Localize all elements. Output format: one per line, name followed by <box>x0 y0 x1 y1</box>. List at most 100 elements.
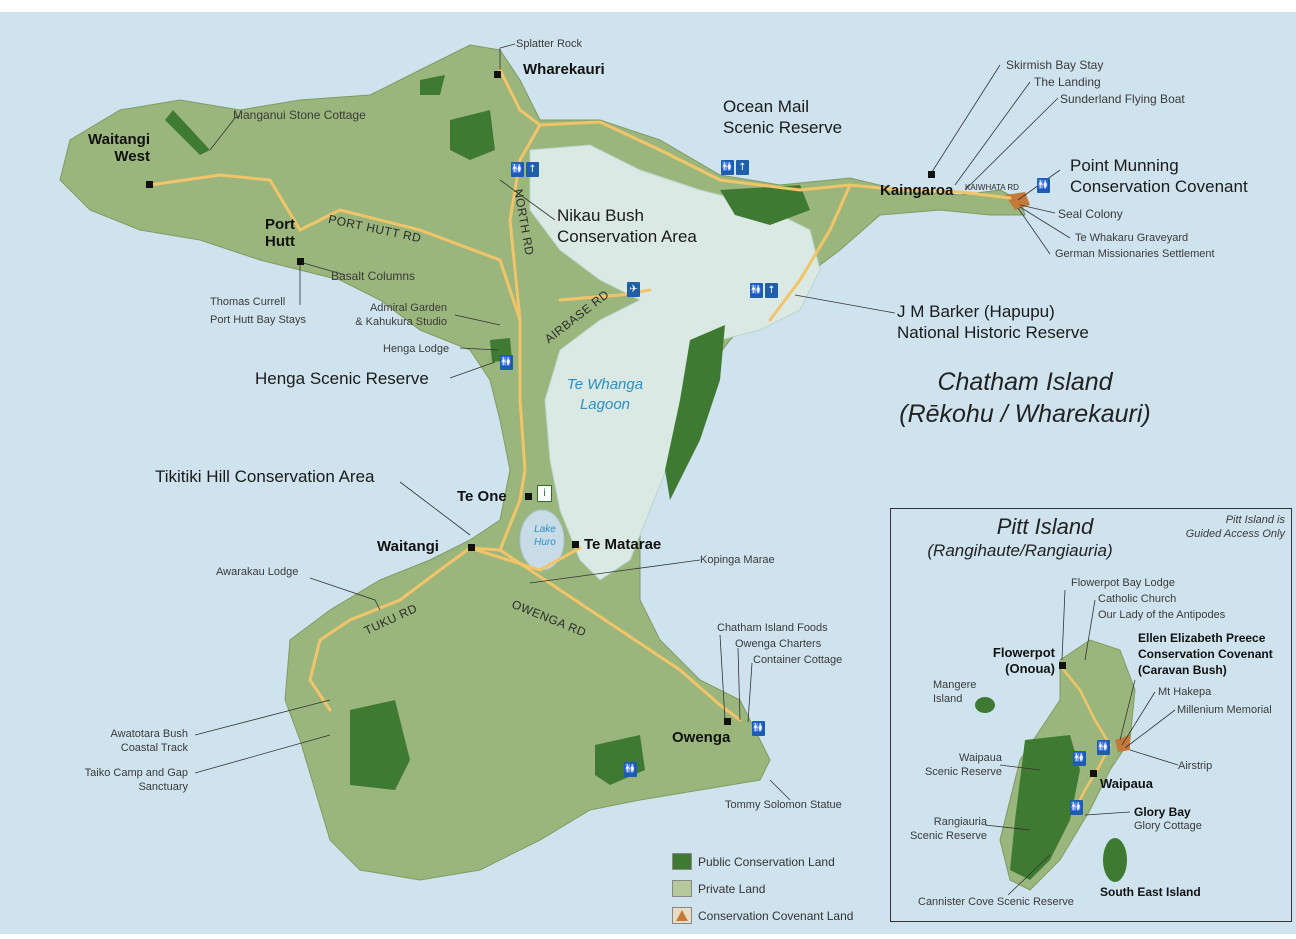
icons-south[interactable]: 🚻 <box>624 762 637 777</box>
marker-owenga[interactable] <box>724 718 731 725</box>
place-te-one: Te One <box>457 488 507 505</box>
inset-rangiauria-line1: Rangiauria <box>933 816 987 828</box>
info-icon: i <box>537 485 552 502</box>
covenant-swatch-icon <box>676 910 688 921</box>
place-te-matarae: Te Matarae <box>584 536 662 553</box>
marker-kaingaroa[interactable] <box>928 171 935 178</box>
label-taiko-line1: Taiko Camp and Gap <box>84 767 188 779</box>
icons-pitt-2[interactable]: 🚻 <box>1097 740 1110 755</box>
road-kaiwhata: KAIWHATA RD <box>965 183 1019 192</box>
icons-pitt-1[interactable]: 🚻 <box>1073 751 1086 766</box>
reserve-nikau-line2: Conservation Area <box>557 227 697 246</box>
icons-kaingaroa[interactable]: 🚻 <box>1037 178 1050 193</box>
toilet-icon: 🚻 <box>750 283 763 298</box>
inset-flowerpot-line2: (Onoua) <box>1005 661 1055 676</box>
label-container: Container Cottage <box>753 654 843 666</box>
label-chatham-foods: Chatham Island Foods <box>717 622 828 634</box>
marker-waitangi-west[interactable] <box>146 181 153 188</box>
inset-cannister: Cannister Cove Scenic Reserve <box>918 896 1074 908</box>
inset-mangere-line2: Island <box>933 693 963 705</box>
icons-ocean-mail[interactable]: 🚻↑ <box>721 160 749 175</box>
inset-glory-bay: Glory Bay <box>1134 805 1191 819</box>
walk-icon: ↑ <box>736 160 749 175</box>
reserve-nikau-bush[interactable]: Nikau Bush Conservation Area <box>557 205 697 247</box>
marker-waitangi[interactable] <box>468 544 475 551</box>
toilet-icon: 🚻 <box>624 762 637 777</box>
label-basalt: Basalt Columns <box>331 269 416 283</box>
label-admiral-garden: Admiral Garden & Kahukura Studio <box>345 301 447 329</box>
map-title-line1: Chatham Island <box>937 368 1113 396</box>
label-tommy: Tommy Solomon Statue <box>725 799 842 811</box>
icons-henga[interactable]: 🚻 <box>500 355 513 370</box>
marker-te-matarae[interactable] <box>572 541 579 548</box>
reserve-tikitiki[interactable]: Tikitiki Hill Conservation Area <box>155 467 375 486</box>
inset-note: Pitt Island is Guided Access Only <box>1145 513 1285 541</box>
inset-waipaua: Waipaua <box>1100 776 1153 791</box>
inset-ellen-line1: Ellen Elizabeth Preece <box>1138 631 1266 645</box>
toilet-icon: 🚻 <box>1073 751 1086 766</box>
reserve-jm-barker-line1: J M Barker (Hapupu) <box>897 302 1055 321</box>
reserve-jm-barker[interactable]: J M Barker (Hapupu) National Historic Re… <box>897 301 1089 343</box>
inset-mt-hakepa: Mt Hakepa <box>1158 686 1212 698</box>
label-awatotara-line1: Awatotara Bush <box>110 728 188 740</box>
inset-ellen: Ellen Elizabeth Preece Conservation Cove… <box>1138 630 1273 678</box>
marker-te-one[interactable] <box>525 493 532 500</box>
toilet-icon: 🚻 <box>752 721 765 736</box>
inset-waipaua-sr-line2: Scenic Reserve <box>924 766 1002 778</box>
inset-flowerpot-lodge: Flowerpot Bay Lodge <box>1071 577 1175 589</box>
airport-icon: ✈ <box>627 282 640 297</box>
marker-flowerpot[interactable] <box>1059 662 1066 669</box>
label-sunderland: Sunderland Flying Boat <box>1060 92 1185 106</box>
reserve-point-munning-line1: Point Munning <box>1070 156 1179 175</box>
lake-huro-line2: Huro <box>534 537 556 548</box>
inset-waipaua-sr: Waipaua Scenic Reserve <box>912 751 1002 779</box>
label-seal-colony: Seal Colony <box>1058 207 1123 221</box>
inset-mangere-line1: Mangere <box>933 679 977 691</box>
inset-mangere: Mangere Island <box>933 678 976 706</box>
label-thomas-currell: Thomas Currell <box>210 296 286 308</box>
inset-rangiauria: Rangiauria Scenic Reserve <box>895 815 987 843</box>
marker-wharekauri[interactable] <box>494 71 501 78</box>
label-awatotara: Awatotara Bush Coastal Track <box>88 727 188 755</box>
inset-waipaua-sr-line1: Waipaua <box>958 752 1002 764</box>
reserve-ocean-mail[interactable]: Ocean Mail Scenic Reserve <box>723 96 842 138</box>
reserve-henga[interactable]: Henga Scenic Reserve <box>255 369 429 388</box>
place-port-hutt-line1: Port <box>265 216 295 233</box>
legend-swatch-private <box>672 880 692 897</box>
marker-waipaua[interactable] <box>1090 770 1097 777</box>
icons-te-one[interactable]: i <box>537 485 552 502</box>
marker-port-hutt[interactable] <box>297 258 304 265</box>
reserve-point-munning[interactable]: Point Munning Conservation Covenant <box>1070 155 1248 197</box>
inset-flowerpot: Flowerpot (Onoua) <box>975 645 1055 677</box>
inset-note-line2: Guided Access Only <box>1185 528 1285 540</box>
lake-te-whanga: Te Whanga Lagoon <box>555 375 655 415</box>
inset-catholic: Catholic Church Our Lady of the Antipode… <box>1098 592 1225 622</box>
inset-millenium: Millenium Memorial <box>1177 704 1272 716</box>
place-wharekauri: Wharekauri <box>523 61 605 78</box>
label-taiko: Taiko Camp and Gap Sanctuary <box>70 766 188 794</box>
toilet-icon: 🚻 <box>1037 178 1050 193</box>
inset-ellen-line3: (Caravan Bush) <box>1138 663 1227 677</box>
reserve-ocean-mail-line1: Ocean Mail <box>723 97 809 116</box>
icons-nikau[interactable]: 🚻↑ <box>511 162 539 177</box>
label-the-landing: The Landing <box>1034 75 1101 89</box>
map-title-line2: (Rēkohu / Wharekauri) <box>899 400 1151 428</box>
label-admiral-line1: Admiral Garden <box>369 302 447 314</box>
walk-icon: ↑ <box>526 162 539 177</box>
icons-pitt-3[interactable]: 🚻 <box>1070 800 1083 815</box>
icons-jm-barker[interactable]: 🚻↑ <box>750 283 778 298</box>
reserve-point-munning-line2: Conservation Covenant <box>1070 177 1248 196</box>
reserve-nikau-line1: Nikau Bush <box>557 206 644 225</box>
inset-subtitle: (Rangihaute/Rangiauria) <box>927 541 1113 560</box>
icons-airport[interactable]: ✈ <box>627 282 640 297</box>
inset-glory-cottage: Glory Cottage <box>1134 820 1202 832</box>
label-henga-lodge: Henga Lodge <box>383 343 450 355</box>
icons-owenga[interactable]: 🚻 <box>752 721 765 736</box>
place-port-hutt: Port Hutt <box>250 216 295 250</box>
inset-note-line1: Pitt Island is <box>1225 514 1285 526</box>
reserve-jm-barker-line2: National Historic Reserve <box>897 323 1089 342</box>
place-port-hutt-line2: Hutt <box>265 233 295 250</box>
legend-swatch-covenant <box>672 907 692 924</box>
